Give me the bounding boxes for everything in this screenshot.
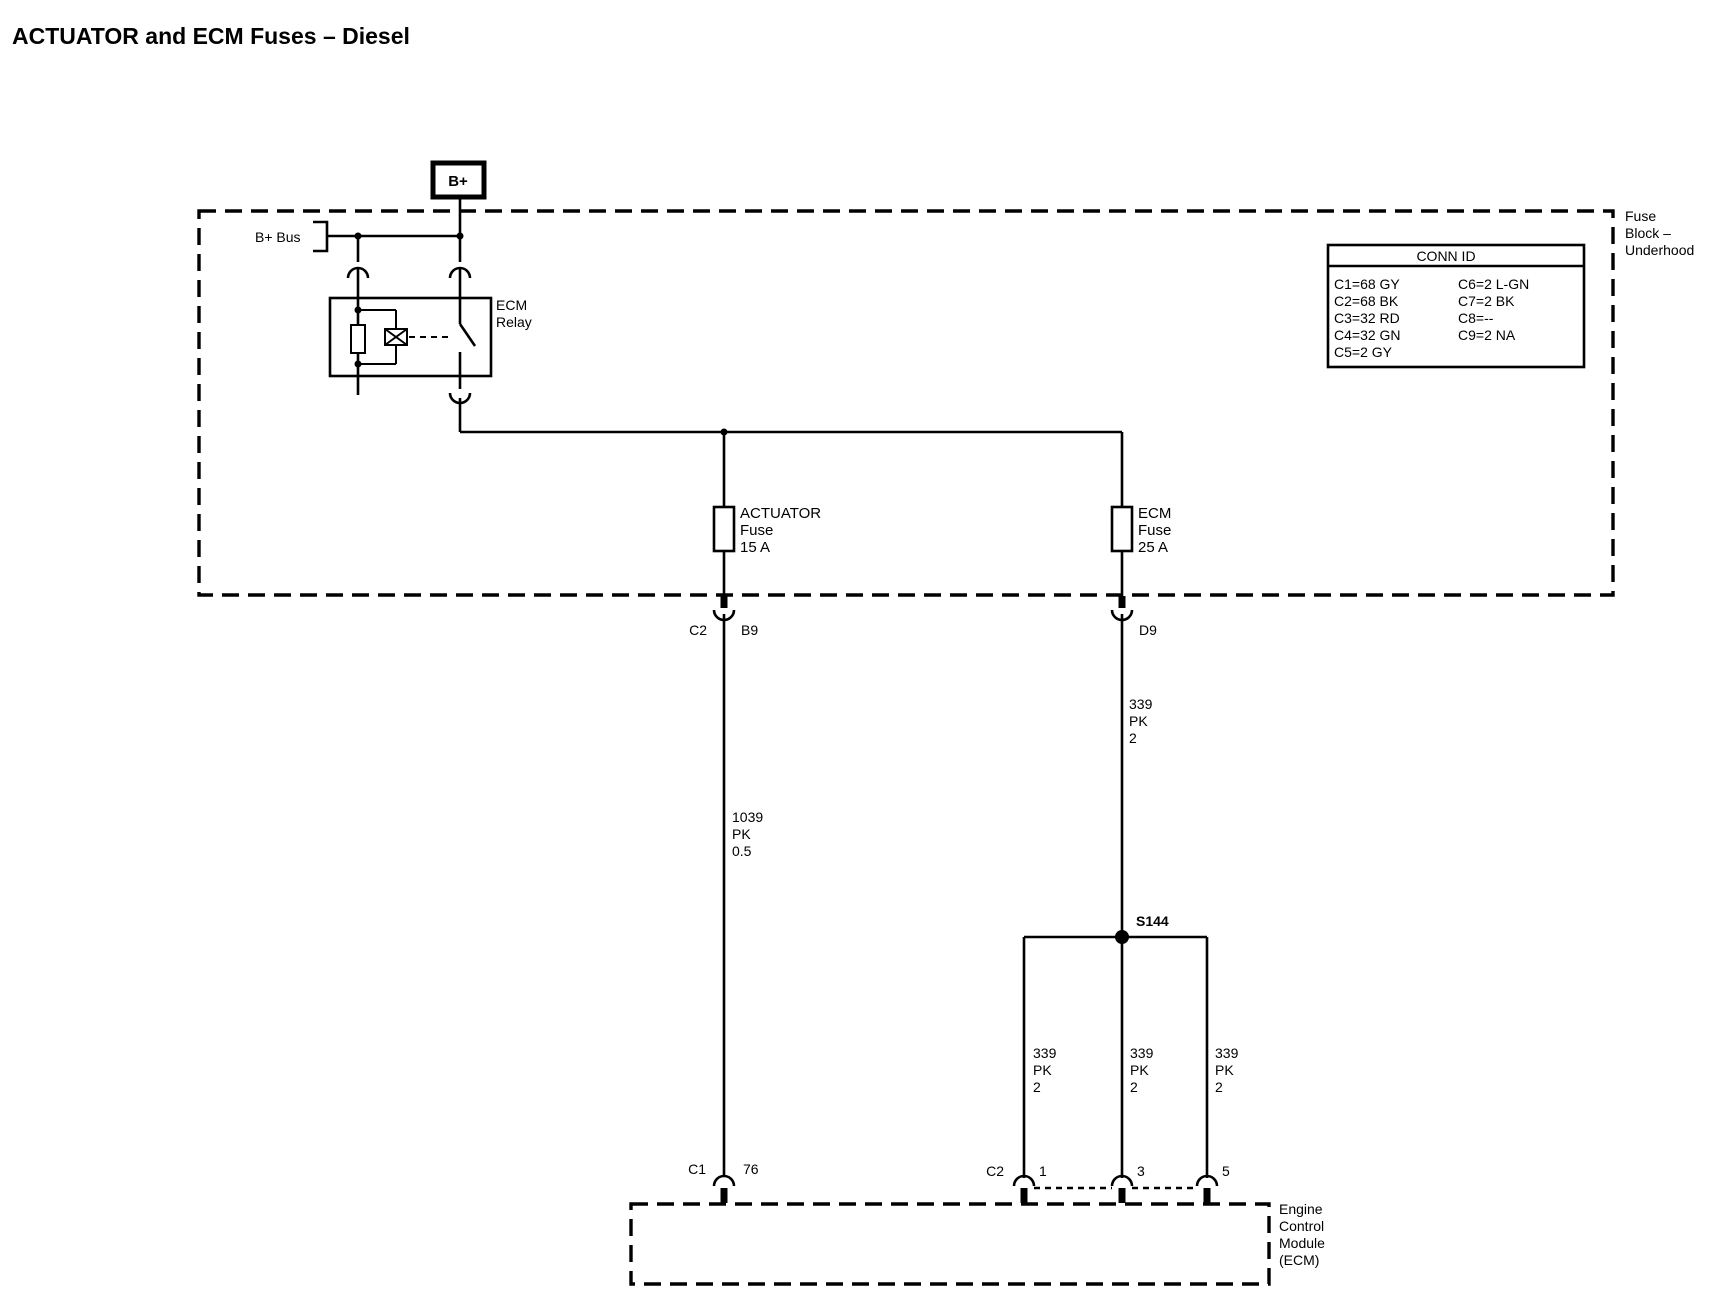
conn-id-entry: C1=68 GY xyxy=(1334,276,1400,292)
conn-id-entry: C7=2 BK xyxy=(1458,293,1515,309)
actuator-fuse-line2: Fuse xyxy=(740,522,773,539)
wire-gauge: 2 xyxy=(1129,730,1137,746)
bus-label: B+ Bus xyxy=(255,229,301,245)
conn-id-header: CONN ID xyxy=(1416,248,1475,264)
wire-circuit-number: 339 xyxy=(1130,1045,1154,1061)
pin-b9-label: B9 xyxy=(741,622,758,638)
ecm-module-boundary xyxy=(629,1202,1271,1286)
wire-color: PK xyxy=(1130,1062,1149,1078)
ecm-module-label-line3: Module xyxy=(1279,1235,1325,1251)
wire-gauge: 2 xyxy=(1130,1079,1138,1095)
ecm-module-label-line2: Control xyxy=(1279,1218,1324,1234)
conn-id-entry: C2=68 BK xyxy=(1334,293,1399,309)
splice-label: S144 xyxy=(1136,913,1169,929)
conn-id-entry: C6=2 L-GN xyxy=(1458,276,1529,292)
fuse-block-label: Fuse Block – Underhood xyxy=(1625,208,1694,258)
ecm-module-label-line4: (ECM) xyxy=(1279,1252,1319,1268)
ecm-fuse-line2: Fuse xyxy=(1138,522,1171,539)
ecm-connector-c1: C1 76 xyxy=(688,1161,759,1203)
ecm-feed-wire: 339 PK 2 xyxy=(1120,614,1153,937)
actuator-fuse: ACTUATOR Fuse 15 A xyxy=(712,505,821,556)
fuse-block-connector-c2: C2 B9 D9 xyxy=(689,596,1157,638)
pin-d9-label: D9 xyxy=(1139,622,1157,638)
fuse-block-label-line1: Fuse xyxy=(1625,208,1656,224)
diagram-title: ACTUATOR and ECM Fuses – Diesel xyxy=(12,23,410,49)
conn-id-entry: C5=2 GY xyxy=(1334,344,1393,360)
connector-c1-label: C1 xyxy=(688,1161,706,1177)
fuse-block-label-line2: Block – xyxy=(1625,225,1671,241)
connector-c2-label: C2 xyxy=(689,622,707,638)
connector-c2-ecm-label: C2 xyxy=(986,1163,1004,1179)
relay-output-wire xyxy=(448,375,1124,596)
actuator-wire: 1039 PK 0.5 xyxy=(722,614,763,1176)
ecm-module-label: Engine Control Module (ECM) xyxy=(1279,1201,1325,1268)
fuse-block-label-line3: Underhood xyxy=(1625,242,1694,258)
branch-wire-1: 339 PK 2 xyxy=(1033,1045,1057,1095)
ecm-connector-c2: C2 1 3 5 xyxy=(986,1163,1230,1203)
conn-id-entry: C3=32 RD xyxy=(1334,310,1400,326)
wire-circuit-number: 339 xyxy=(1215,1045,1239,1061)
conn-id-entry: C9=2 NA xyxy=(1458,327,1516,343)
ecm-fuse: ECM Fuse 25 A xyxy=(1110,505,1171,556)
pin-5-label: 5 xyxy=(1222,1163,1230,1179)
wire-circuit-number: 339 xyxy=(1033,1045,1057,1061)
pin-76-label: 76 xyxy=(743,1161,759,1177)
wire-color: PK xyxy=(732,826,751,842)
wire-color: PK xyxy=(1129,713,1148,729)
wire-gauge: 0.5 xyxy=(732,843,752,859)
relay-label-line2: Relay xyxy=(496,314,532,330)
actuator-fuse-line1: ACTUATOR xyxy=(740,505,821,522)
branch-wire-5: 339 PK 2 xyxy=(1215,1045,1239,1095)
actuator-fuse-line3: 15 A xyxy=(740,539,770,556)
wire-gauge: 2 xyxy=(1215,1079,1223,1095)
relay-label-line1: ECM xyxy=(496,297,527,313)
conn-id-table: CONN ID C1=68 GY C2=68 BK C3=32 RD C4=32… xyxy=(1326,243,1586,369)
wire-circuit-number: 339 xyxy=(1129,696,1153,712)
ecm-relay: ECM Relay xyxy=(328,296,532,395)
pin-1-label: 1 xyxy=(1039,1163,1047,1179)
pin-3-label: 3 xyxy=(1137,1163,1145,1179)
battery-power-source: B+ xyxy=(430,160,487,200)
ecm-module-label-line1: Engine xyxy=(1279,1201,1323,1217)
ecm-fuse-line1: ECM xyxy=(1138,505,1171,522)
conn-id-entry: C4=32 GN xyxy=(1334,327,1401,343)
wire-color: PK xyxy=(1033,1062,1052,1078)
conn-id-entry: C8=-- xyxy=(1458,310,1494,326)
fuse-block-boundary xyxy=(197,209,1615,597)
b-plus-bus: B+ Bus xyxy=(255,197,472,300)
wire-circuit-number: 1039 xyxy=(732,809,763,825)
power-source-label: B+ xyxy=(448,173,468,190)
ecm-fuse-line3: 25 A xyxy=(1138,539,1168,556)
wire-gauge: 2 xyxy=(1033,1079,1041,1095)
splice-s144: S144 xyxy=(1022,913,1209,1178)
wire-color: PK xyxy=(1215,1062,1234,1078)
branch-wire-3: 339 PK 2 xyxy=(1130,1045,1154,1095)
